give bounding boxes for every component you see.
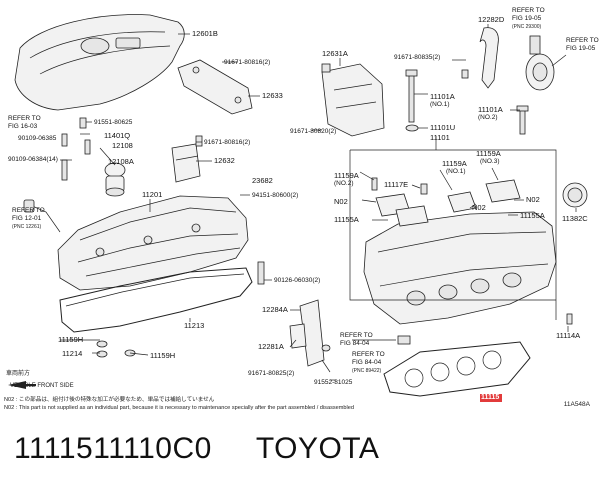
label-11159h-b[interactable]: 11159H <box>150 351 175 360</box>
label-11114a[interactable]: 11114A <box>556 331 580 340</box>
caption-brand: TOYOTA <box>255 432 380 465</box>
engine-hanger-part <box>461 27 499 89</box>
label-12282d[interactable]: 12282D <box>478 15 505 24</box>
small-fasteners-left <box>61 117 126 197</box>
head-bolt-part <box>405 69 529 135</box>
label-12633[interactable]: 12633 <box>262 91 283 100</box>
label-11159a-no3[interactable]: 11159A <box>476 149 501 158</box>
label-11159h-a[interactable]: 11159H <box>58 335 83 344</box>
label-90109-06385[interactable]: 90109-06385 <box>18 135 57 142</box>
vehicle-front-jp: 車両前方 <box>6 371 31 377</box>
label-n02-a[interactable]: N02 <box>334 197 348 206</box>
caption-part-number: 1111511110C0 <box>14 432 212 465</box>
refer-16-03-line2[interactable]: FIG 16-03 <box>8 123 38 130</box>
label-11159a-no1[interactable]: 11159A <box>442 159 467 168</box>
refer-19-05a-line1[interactable]: REFER TO <box>512 7 545 14</box>
label-91552-81025[interactable]: 91552-81025 <box>314 379 353 386</box>
camshaft-bearing-caps <box>371 177 521 227</box>
vehicle-front-en: VEHICLE FRONT SIDE <box>10 383 74 389</box>
valve-cover-part <box>23 195 249 291</box>
label-12284a[interactable]: 12284A <box>262 305 288 314</box>
label-12601b[interactable]: 12601B <box>192 29 218 38</box>
leader-lines <box>60 24 577 381</box>
label-11159a-no2-sub[interactable]: (NO.2) <box>334 180 354 187</box>
exploded-parts-diagram: 12601B 91671-80816(2) 12633 REFER TO FIG… <box>8 7 599 397</box>
grommets-bottom <box>96 261 265 358</box>
label-23682[interactable]: 23682 <box>252 176 273 185</box>
illustration-code: 11A548A <box>563 401 590 408</box>
label-91671-80816-mid[interactable]: 91671-80816(2) <box>204 139 250 146</box>
label-11159a-no2[interactable]: 11159A <box>334 171 359 180</box>
refer-19-05a-line3[interactable]: (PNC 29300) <box>512 24 542 30</box>
label-12631a[interactable]: 12631A <box>322 49 348 58</box>
label-11213[interactable]: 11213 <box>184 321 204 330</box>
highlight-11115[interactable] <box>480 394 502 402</box>
label-n02-c[interactable]: N02 <box>526 195 540 204</box>
label-11101[interactable]: 11101 <box>430 133 450 142</box>
label-11101a-no2-sub[interactable]: (NO.2) <box>478 114 498 121</box>
label-90109-06384[interactable]: 90109-06384(14) <box>8 156 58 163</box>
refer-84-04a-line2[interactable]: FIG 84-04 <box>340 340 370 347</box>
label-11155a-a[interactable]: 11155A <box>334 215 359 224</box>
label-12281a[interactable]: 12281A <box>258 342 284 351</box>
label-11117e[interactable]: 11117E <box>384 180 408 189</box>
vehicle-front-arrow-icon <box>8 381 36 389</box>
bracket-12631a-part <box>321 63 385 137</box>
engine-cover-part <box>14 14 185 111</box>
camshaft-actuator-part <box>525 35 588 208</box>
label-11201[interactable]: 11201 <box>142 190 162 199</box>
refer-19-05b-line1[interactable]: REFER TO <box>566 37 599 44</box>
label-91671-80835[interactable]: 91671-80835(2) <box>394 54 440 61</box>
label-11101u[interactable]: 11101U <box>430 123 455 132</box>
refer-84-04b-line1[interactable]: REFER TO <box>352 351 385 358</box>
refer-19-05b-line2[interactable]: FIG 19-05 <box>566 45 596 52</box>
refer-19-05a-line2[interactable]: FIG 19-05 <box>512 15 542 22</box>
label-11159a-no1-sub[interactable]: (NO.1) <box>446 168 466 175</box>
label-12108[interactable]: 12108 <box>112 141 133 150</box>
refer-84-04b-line2[interactable]: FIG 84-04 <box>352 359 382 366</box>
caption: 1111511110C0 TOYOTA <box>14 432 423 466</box>
label-91551-80625[interactable]: 91551-80625 <box>94 119 133 126</box>
cylinder-head-part <box>349 149 557 325</box>
label-11159a-no3-sub[interactable]: (NO.3) <box>480 158 500 165</box>
label-90126-06030[interactable]: 90126-06030(2) <box>274 277 320 284</box>
label-11401q[interactable]: 11401Q <box>104 131 130 140</box>
valve-cover-gasket-part <box>59 267 253 333</box>
label-11101a[interactable]: 11101A <box>430 92 455 101</box>
part-labels: 12601B 91671-80816(2) 12633 REFER TO FIG… <box>8 7 599 386</box>
label-91671-80820[interactable]: 91671-80820(2) <box>290 128 336 135</box>
note-en: N02 : This part is not supplied as an in… <box>4 405 355 411</box>
refer-84-04a-line1[interactable]: REFER TO <box>340 332 373 339</box>
label-12108a[interactable]: 12108A <box>108 157 134 166</box>
refer-12-01-line1[interactable]: REFER TO <box>12 207 45 214</box>
vehicle-front-label: 車両前方 VEHICLE FRONT SIDE <box>6 371 74 390</box>
label-12632[interactable]: 12632 <box>214 156 235 165</box>
label-94151-80600[interactable]: 94151-80600(2) <box>252 192 298 199</box>
refer-12-01-line2[interactable]: FIG 12-01 <box>12 215 42 222</box>
label-91671-80825[interactable]: 91671-80825(2) <box>248 370 294 377</box>
label-91671-80816-top[interactable]: 91671-80816(2) <box>224 59 270 66</box>
label-11101a-no1[interactable]: (NO.1) <box>430 101 450 108</box>
label-11115[interactable]: 11115 <box>481 394 500 401</box>
refer-16-03-line1[interactable]: REFER TO <box>8 115 41 122</box>
label-11214[interactable]: 11214 <box>62 349 82 358</box>
label-11155a-b[interactable]: 11155A <box>520 211 545 220</box>
note-jp: N02 : この部品は、組付け後の特殊な加工が必要なため、単品では補給していませ… <box>4 397 215 403</box>
refer-12-01-line3[interactable]: (PNC 12261) <box>12 224 42 230</box>
head-gasket-part <box>383 341 531 397</box>
label-11101a-no2[interactable]: 11101A <box>478 105 503 114</box>
bracket-12633-part <box>177 59 253 115</box>
refer-84-04b-line3[interactable]: (PNC 89422) <box>352 368 382 374</box>
bracket-12632-part <box>171 135 203 183</box>
label-11382c[interactable]: 11382C <box>562 214 588 223</box>
label-n02-b[interactable]: N02 <box>472 203 486 212</box>
